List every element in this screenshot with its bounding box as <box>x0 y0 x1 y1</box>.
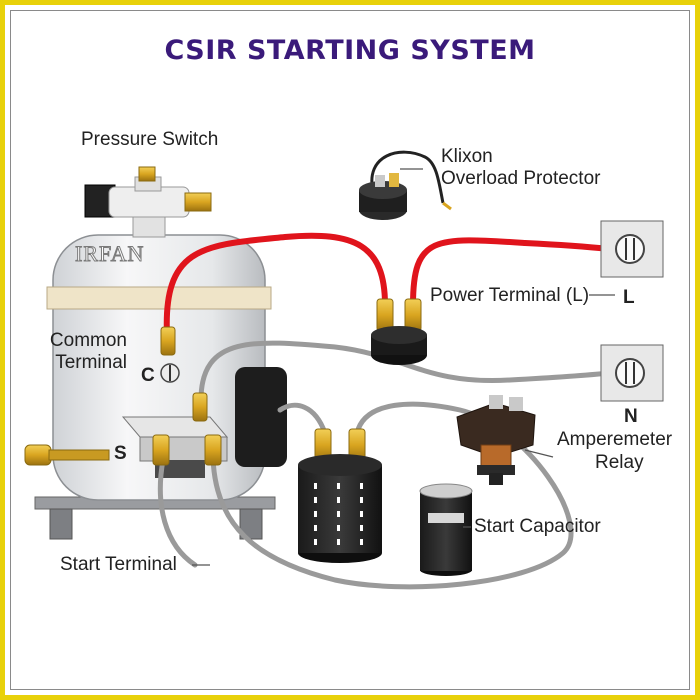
label-pressure-switch: Pressure Switch <box>81 129 219 150</box>
leader-lines <box>192 168 615 566</box>
power-terminal-base <box>371 326 427 365</box>
label-start-terminal: Start Terminal <box>60 554 177 575</box>
label-common: Common <box>49 330 127 351</box>
label-terminal-n: N <box>624 406 638 427</box>
label-overload-protector: Overload Protector <box>441 168 601 189</box>
label-terminal-c: C <box>141 365 155 386</box>
small-capacitor <box>419 483 473 576</box>
suction-port <box>24 444 110 466</box>
label-relay: Relay <box>595 452 644 473</box>
label-power-terminal: Power Terminal (L) <box>430 285 590 306</box>
terminal-box-l <box>600 220 664 278</box>
amperemeter-relay <box>456 395 536 485</box>
watermark: IRFAN <box>74 241 145 267</box>
terminal-box-n <box>600 344 664 402</box>
diagram-title: CSIR STARTING SYSTEM <box>164 35 536 66</box>
klixon-protector <box>359 150 452 220</box>
label-klixon: Klixon <box>441 146 493 167</box>
diagram-artwork <box>24 150 664 590</box>
inner-border <box>10 10 690 690</box>
label-start-capacitor: Start Capacitor <box>474 516 601 537</box>
label-terminal: Terminal <box>55 352 127 373</box>
common-terminal-screw <box>160 363 180 383</box>
pressure-switch <box>84 166 212 238</box>
label-amperemeter: Amperemeter <box>557 429 673 450</box>
power-wires <box>163 232 612 338</box>
label-terminal-l: L <box>623 287 635 308</box>
start-capacitor-body <box>298 454 382 563</box>
label-terminal-s: S <box>114 443 127 464</box>
